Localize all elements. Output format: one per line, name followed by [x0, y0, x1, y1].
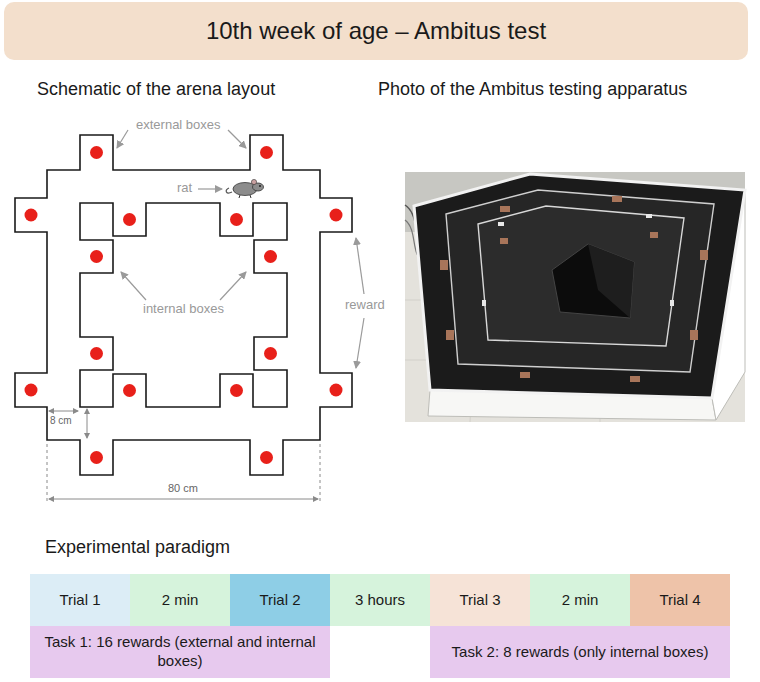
- interval-cell: 2 min: [130, 574, 230, 626]
- cell-text: 2 min: [562, 591, 599, 610]
- section-heading: Experimental paradigm: [45, 537, 230, 558]
- dimension-label: 8 cm: [50, 415, 72, 427]
- rat-icon: [226, 179, 263, 198]
- task-band: Task 1: 16 rewards (external and interna…: [30, 626, 330, 678]
- trial-cell: Trial 2: [230, 574, 330, 626]
- interval-cell: 2 min: [530, 574, 630, 626]
- outer-wall: [15, 135, 352, 475]
- cell-text: Trial 1: [59, 591, 100, 610]
- section-heading: Schematic of the arena layout: [37, 79, 275, 100]
- cell-text: Trial 4: [659, 591, 700, 610]
- cell-text: 3 hours: [355, 591, 405, 610]
- trial-cell: Trial 3: [430, 574, 530, 626]
- dimension-lines: [47, 409, 320, 504]
- cell-text: Trial 2: [259, 591, 300, 610]
- trial-cell: Trial 4: [630, 574, 730, 626]
- trial-cell: Trial 1: [30, 574, 130, 626]
- inner-wall: [80, 203, 287, 407]
- reward-dots: [25, 146, 343, 464]
- cell-text: 2 min: [162, 591, 199, 610]
- cell-text: Task 2: 8 rewards (only internal boxes): [452, 643, 709, 662]
- title-banner: 10th week of age – Ambitus test: [4, 2, 748, 60]
- cell-text: Task 1: 16 rewards (external and interna…: [36, 633, 324, 671]
- apparatus-photo: [405, 172, 745, 422]
- callout-arrows: [117, 130, 364, 368]
- section-heading: Photo of the Ambitus testing apparatus: [378, 79, 687, 100]
- title-text: 10th week of age – Ambitus test: [206, 17, 546, 45]
- task-band: Task 2: 8 rewards (only internal boxes): [430, 626, 730, 678]
- dimension-label: 80 cm: [165, 482, 201, 495]
- callout-label: reward: [345, 298, 385, 313]
- callout-label: rat: [177, 181, 192, 196]
- callout-label: internal boxes: [143, 302, 224, 317]
- interval-cell: 3 hours: [330, 574, 430, 626]
- cell-text: Trial 3: [459, 591, 500, 610]
- callout-label: external boxes: [136, 118, 221, 133]
